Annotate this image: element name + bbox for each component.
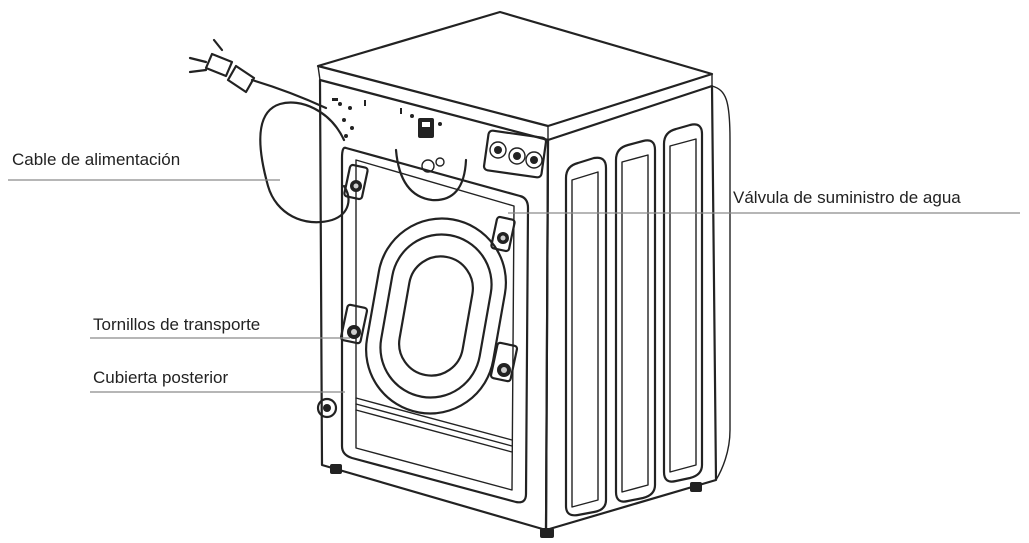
side-edge: [711, 85, 731, 481]
label-water-supply-valve: Válvula de suministro de agua: [733, 188, 961, 207]
cover-arc-hole-small: [435, 157, 445, 167]
side-rib-2: [614, 139, 657, 503]
top-panel: [316, 10, 714, 128]
transport-bolt-mid-left: [339, 303, 369, 345]
grille-line: [355, 403, 513, 447]
foot-rear-left: [330, 464, 342, 474]
rear-markings: [332, 98, 402, 138]
cover-top-arc: [394, 148, 468, 202]
rear-cover-inner: [355, 159, 515, 491]
side-rib-3: [662, 123, 704, 483]
side-rib-3-inner: [669, 138, 697, 473]
water-supply-valve: [482, 129, 548, 179]
drum-outer: [364, 217, 508, 415]
foot-front-left: [540, 528, 554, 538]
side-rib-1: [564, 156, 608, 517]
transport-bolt-top-right: [490, 215, 516, 253]
label-transport-bolts: Tornillos de transporte: [93, 315, 261, 334]
label-rear-cover: Cubierta posterior: [93, 368, 229, 387]
hose-connector: [410, 114, 442, 138]
power-plug-icon: [188, 38, 256, 94]
top-right-lip: [547, 73, 713, 141]
side-rib-1-inner: [571, 171, 599, 508]
power-cable: [259, 101, 350, 224]
cover-arc-hole: [421, 159, 435, 173]
grille-line: [355, 397, 513, 441]
rear-cover: [340, 146, 530, 504]
drain-knob: [316, 397, 338, 419]
drum-middle: [379, 233, 493, 399]
side-rib-2-inner: [621, 154, 649, 493]
foot-right: [690, 482, 702, 492]
transport-bolt-bottom-right: [489, 341, 519, 383]
drum-inner: [398, 255, 474, 377]
transport-bolt-top-left: [343, 163, 369, 201]
power-cable-upper: [250, 78, 328, 110]
grille-line: [355, 409, 513, 453]
label-power-cable: Cable de alimentación: [12, 150, 181, 169]
